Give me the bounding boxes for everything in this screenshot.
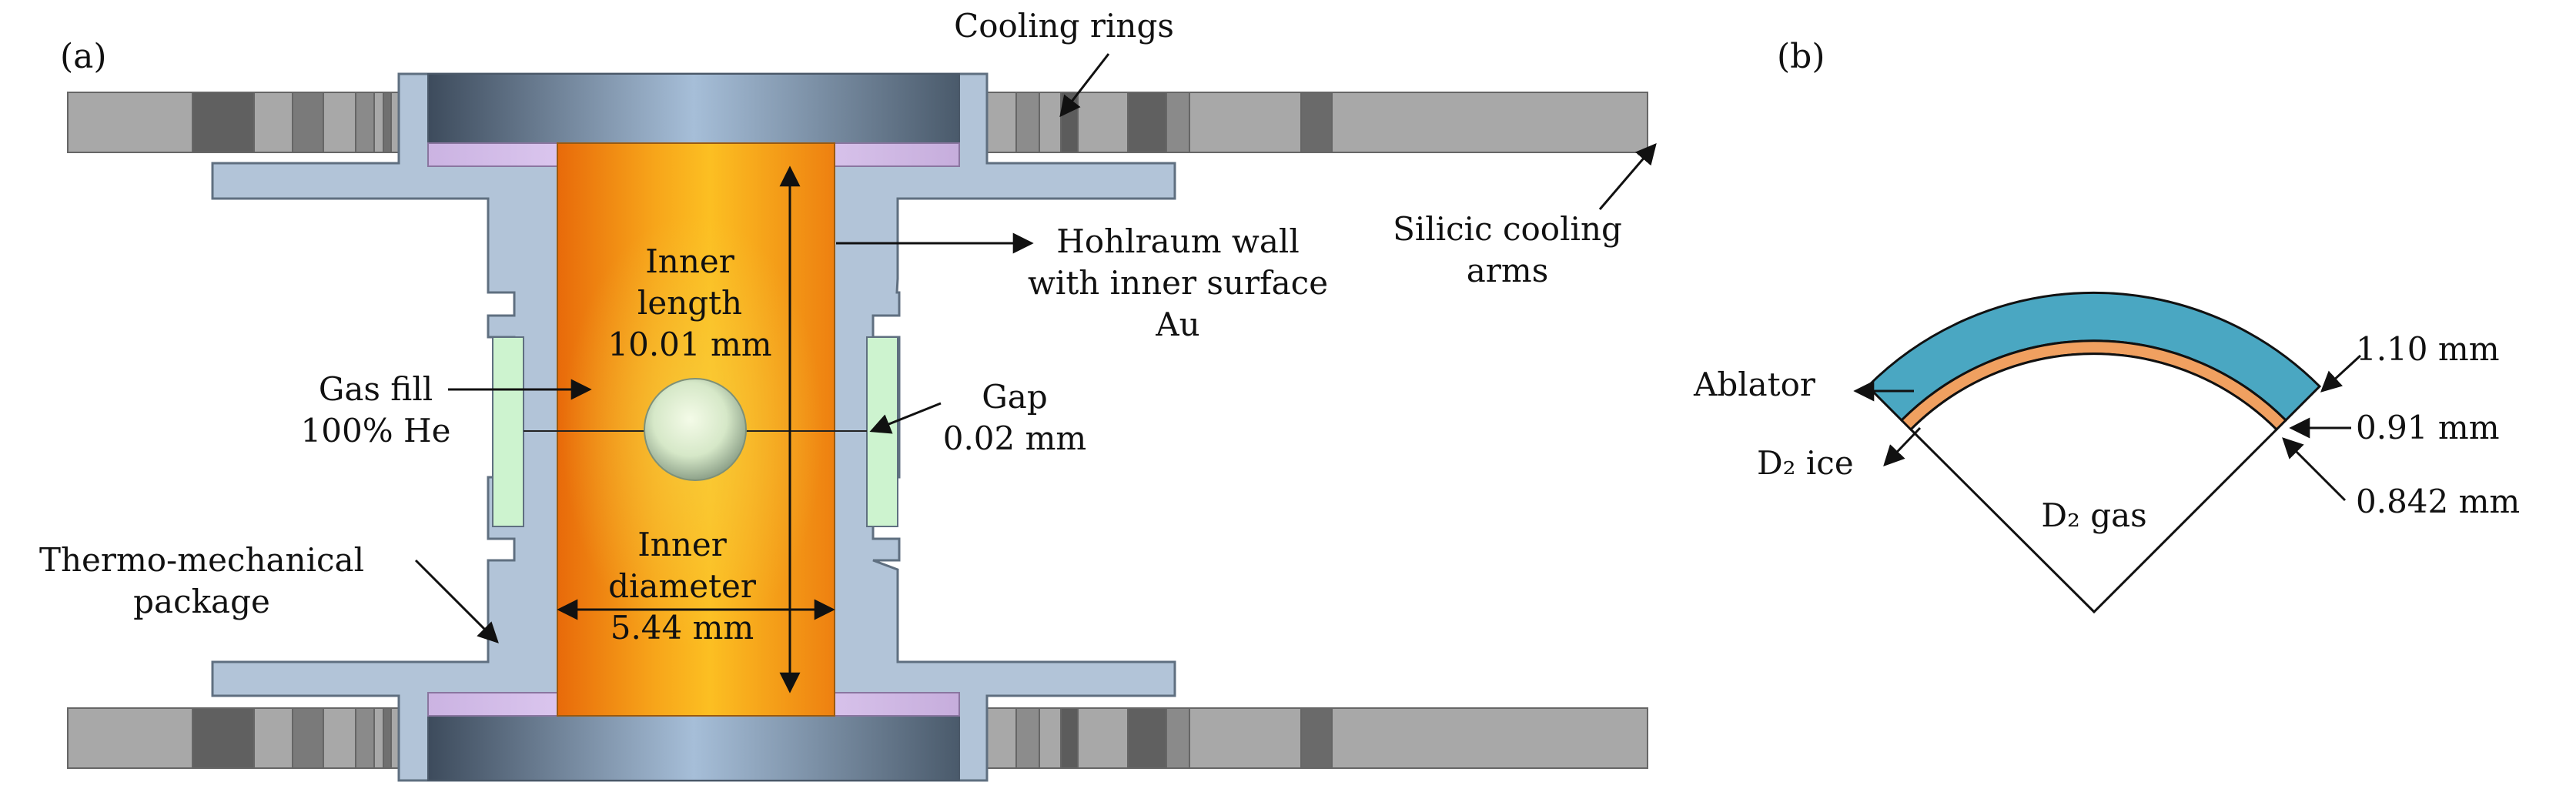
inner-diameter-label-2: diameter bbox=[608, 567, 757, 605]
gap-leader bbox=[869, 402, 942, 434]
hohlraum-wall-label-2: with inner surface bbox=[1028, 264, 1328, 302]
package-label-1: Thermo-mechanical bbox=[39, 541, 364, 579]
d2-ice-label: D₂ ice bbox=[1757, 444, 1854, 482]
silicic-cooling-arm-bottom bbox=[67, 707, 1648, 769]
gap-window-right bbox=[866, 336, 898, 527]
cooling-rings-leader bbox=[1059, 53, 1110, 118]
silicic-cooling-arm-top bbox=[67, 92, 1648, 153]
gas-fill-label-1: Gas fill bbox=[319, 370, 433, 408]
gap-window-left bbox=[492, 336, 524, 527]
dim-0-842-leader bbox=[2282, 437, 2347, 502]
hohlraum-wall-label-3: Au bbox=[1155, 306, 1199, 343]
package-end-cap-bottom bbox=[427, 709, 960, 781]
ablator-label: Ablator bbox=[1693, 366, 1816, 403]
inner-diameter-label-1: Inner bbox=[637, 526, 728, 563]
inner-length-label-3: 10.01 mm bbox=[607, 326, 771, 363]
dim-1-10-leader bbox=[2320, 354, 2362, 393]
inner-length-label-2: length bbox=[637, 284, 742, 322]
hohlraum-wall-label-1: Hohlraum wall bbox=[1056, 222, 1300, 260]
dim-0-91-label: 0.91 mm bbox=[2356, 409, 2500, 446]
package-leader bbox=[414, 559, 499, 643]
panel-a-tag: (a) bbox=[60, 37, 107, 76]
inner-diameter-label-3: 5.44 mm bbox=[611, 609, 754, 647]
capsule bbox=[644, 378, 747, 481]
d2-gas-label: D₂ gas bbox=[2041, 496, 2146, 534]
dim-0-842-label: 0.842 mm bbox=[2356, 483, 2520, 520]
d2-gas-region bbox=[1909, 353, 2279, 614]
gap-label-2: 0.02 mm bbox=[943, 419, 1087, 457]
gas-fill-label-2: 100% He bbox=[301, 412, 451, 449]
panel-b-tag: (b) bbox=[1777, 37, 1825, 76]
d2-ice-leader bbox=[1883, 426, 1922, 466]
package-end-cap-top bbox=[427, 73, 960, 144]
dim-1-10-label: 1.10 mm bbox=[2356, 330, 2500, 368]
cooling-rings-label: Cooling rings bbox=[954, 7, 1174, 45]
inner-length-label-1: Inner bbox=[645, 242, 735, 280]
gap-label-1: Gap bbox=[982, 378, 1047, 416]
capsule-section bbox=[1865, 291, 2322, 614]
silicic-arms-label-1: Silicic cooling bbox=[1393, 210, 1622, 248]
package-label-2: package bbox=[133, 583, 270, 620]
silicic-arms-label-2: arms bbox=[1467, 252, 1549, 289]
silicic-arms-leader bbox=[1598, 142, 1657, 210]
